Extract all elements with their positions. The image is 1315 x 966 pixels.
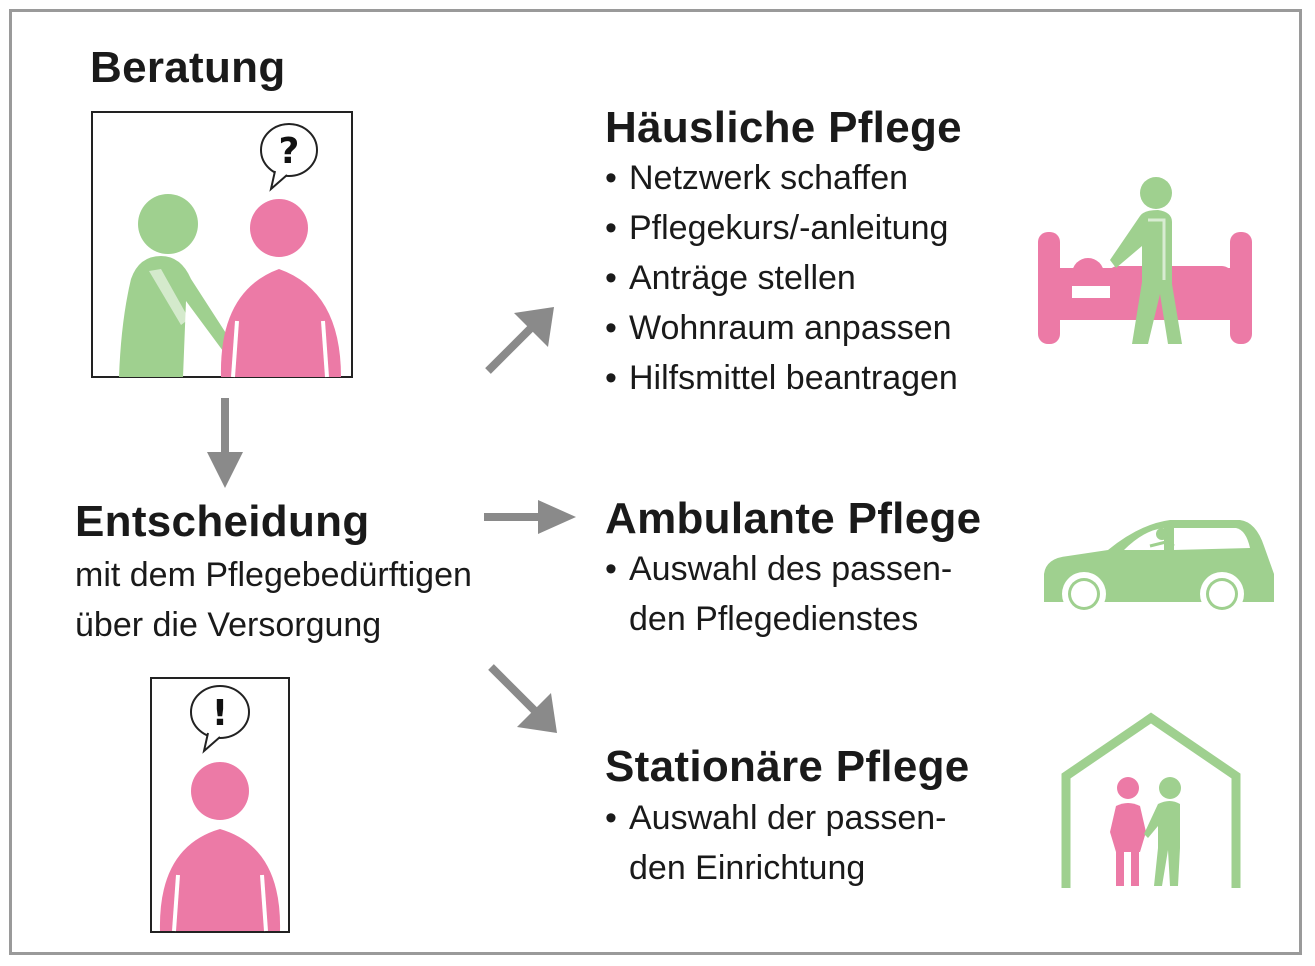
- pink-person-icon: [220, 199, 341, 378]
- list-item-continuation: den Einrichtung: [629, 849, 866, 887]
- entscheidung-subtitle-line1: mit dem Pflegebedürftigen: [75, 556, 472, 594]
- haeusliche-pflege-list: •Netzwerk schaffen •Pflegekurs/-anleitun…: [605, 153, 958, 403]
- entscheidung-subtitle: mit dem Pflegebedürftigen über die Verso…: [75, 550, 472, 650]
- list-item: •Anträge stellen: [605, 259, 856, 297]
- list-item: •Netzwerk schaffen: [605, 159, 909, 197]
- arrow-down-right-icon: [488, 664, 557, 733]
- list-item: •Auswahl der passen-: [605, 799, 947, 837]
- svg-text:?: ?: [279, 131, 300, 172]
- outer-frame: [9, 9, 1302, 955]
- exclamation-bubble-icon: !: [190, 685, 250, 754]
- list-item: •Auswahl des passen-: [605, 550, 953, 588]
- beratung-title: Beratung: [90, 43, 286, 92]
- stationaere-pflege-title: Stationäre Pflege: [605, 742, 970, 791]
- ambulante-pflege-list: •Auswahl des passen- den Pflegedienstes: [605, 544, 952, 644]
- svg-text:!: !: [212, 693, 228, 734]
- house-icon: [1061, 712, 1241, 888]
- question-bubble-icon: ?: [260, 123, 318, 192]
- list-item: •Pflegekurs/-anleitung: [605, 209, 949, 247]
- arrow-right-icon: [484, 500, 576, 534]
- entscheidung-subtitle-line2: über die Versorgung: [75, 606, 382, 644]
- arrow-up-right-icon: [485, 307, 554, 374]
- list-item: •Hilfsmittel beantragen: [605, 359, 958, 397]
- stationaere-pflege-list: •Auswahl der passen- den Einrichtung: [605, 793, 947, 893]
- pink-person-icon: [159, 762, 281, 932]
- ambulante-pflege-title: Ambulante Pflege: [605, 494, 982, 543]
- bed-care-icon: [1038, 177, 1252, 344]
- car-icon: [1044, 520, 1274, 616]
- entscheidung-illustration: !: [150, 677, 290, 933]
- entscheidung-title: Entscheidung: [75, 497, 370, 546]
- green-person-icon: [119, 194, 231, 377]
- haeusliche-pflege-title: Häusliche Pflege: [605, 103, 962, 152]
- list-item-continuation: den Pflegedienstes: [629, 600, 919, 638]
- down-arrow-icon: [207, 398, 243, 488]
- beratung-illustration: ?: [91, 111, 353, 378]
- list-item: •Wohnraum anpassen: [605, 309, 952, 347]
